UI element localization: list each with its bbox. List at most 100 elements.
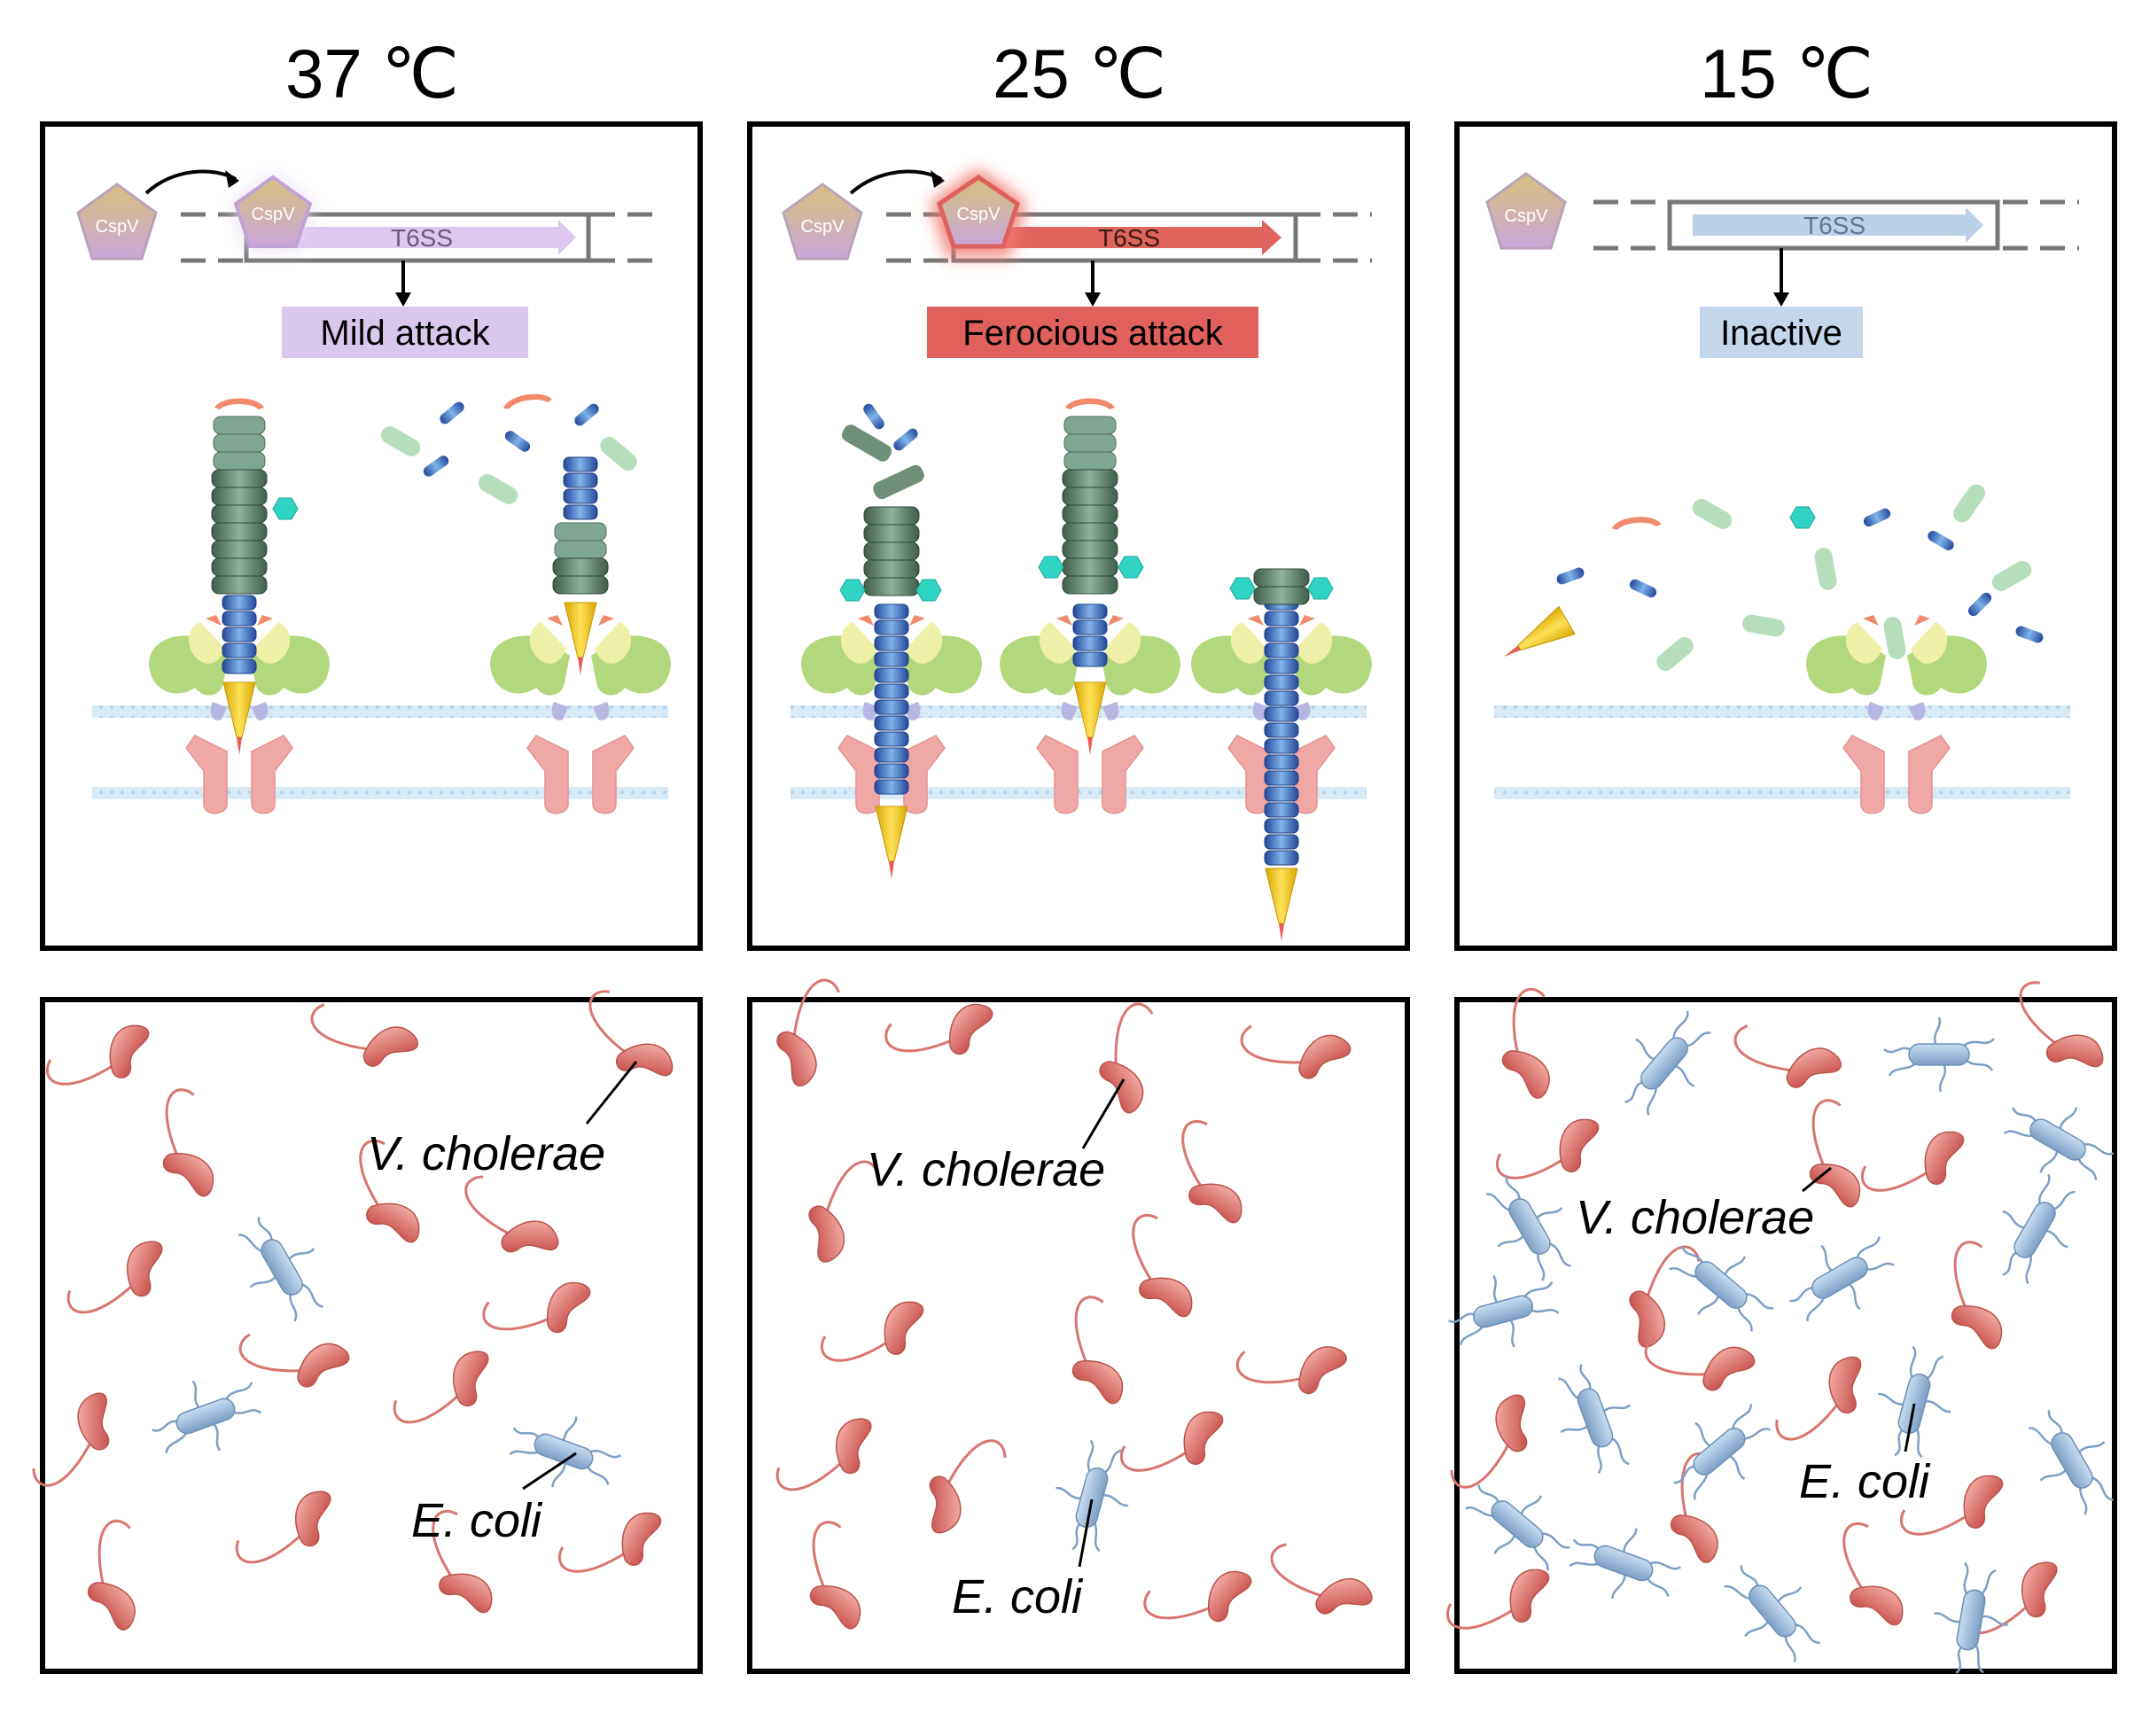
sheath-ring — [863, 541, 920, 561]
hcp-tube-ring — [1264, 658, 1299, 674]
sheath-ring — [552, 557, 609, 577]
hcp-tube-ring — [1072, 635, 1108, 651]
sheath-ring — [1063, 451, 1117, 471]
sheath-ring — [554, 540, 607, 559]
regulation-15c: CspV T6SS Inactive — [1485, 172, 2079, 358]
svg-text:CspV: CspV — [1505, 206, 1549, 226]
t6ss-gene-label: T6SS — [1098, 224, 1160, 252]
t6ss-gene-arrow — [266, 220, 576, 255]
sheath-ring — [1062, 575, 1118, 595]
status-badge-inactive — [1700, 307, 1863, 358]
sheath-ring — [1062, 469, 1118, 488]
hcp-tube-ring — [874, 747, 909, 763]
sheath-ring — [211, 575, 268, 595]
hcp-tube-ring — [563, 456, 598, 472]
svg-text:CspV: CspV — [957, 205, 1001, 224]
hcp-tube-ring — [1264, 706, 1299, 722]
hcp-tube-ring — [874, 635, 909, 651]
hcp-tube-ring — [874, 715, 909, 731]
hcp-tube-ring — [1264, 627, 1299, 642]
hcp-tube-ring — [1264, 818, 1299, 834]
hcp-tube-ring — [1264, 786, 1299, 802]
inner-membrane-25c — [791, 787, 1367, 799]
sheath-ring — [213, 451, 266, 471]
vc-label-15c: V. cholerae — [1576, 1191, 1814, 1244]
sheath-ring — [1062, 487, 1118, 506]
title-37c: 37 ℃ — [285, 35, 459, 113]
t6ss-gene-label: T6SS — [1803, 212, 1865, 239]
hcp-tube-ring — [1264, 834, 1299, 850]
hcp-tube-ring — [1264, 642, 1299, 658]
ec-label-15c: E. coli — [1799, 1455, 1931, 1508]
sheath-ring — [552, 575, 609, 595]
sheath-ring — [1062, 557, 1118, 577]
svg-text:CspV: CspV — [801, 217, 845, 237]
t6ss-gene-label: T6SS — [391, 224, 453, 252]
mechanism-panel-15c — [1454, 121, 2117, 951]
species-labels-25c: V. cholerae E. coli — [867, 1078, 1126, 1623]
sheath-ring — [213, 433, 266, 453]
hcp-tube-ring — [1264, 611, 1299, 627]
population-panel-37c — [40, 997, 703, 1674]
vc-label-37c: V. cholerae — [367, 1127, 605, 1180]
title-15c: 15 ℃ — [1700, 35, 1873, 113]
hcp-tube-ring — [222, 627, 257, 642]
hcp-tube-ring — [1264, 690, 1299, 706]
sheath-ring — [1253, 586, 1310, 605]
svg-text:CspV: CspV — [252, 205, 296, 224]
hcp-tube-ring — [1264, 674, 1299, 690]
title-25c: 25 ℃ — [993, 35, 1166, 113]
hcp-tube-ring — [1072, 603, 1108, 619]
status-badge-mild-attack — [282, 307, 528, 358]
hcp-tube-ring — [222, 658, 257, 674]
regulation-37c: CspV T6SS CspV Mild attack — [76, 169, 665, 358]
vc-label-25c: V. cholerae — [867, 1143, 1105, 1196]
ec-label-37c: E. coli — [411, 1494, 543, 1547]
hcp-tube-ring — [1264, 738, 1299, 754]
sheath-ring — [554, 522, 607, 541]
hcp-tube-ring — [874, 667, 909, 683]
cspv-protein-free: CspV — [1485, 172, 1567, 250]
status-label-inactive: Inactive — [1720, 314, 1842, 353]
hcp-tube-ring — [1264, 754, 1299, 770]
species-labels-37c: V. cholerae E. coli — [367, 1061, 638, 1547]
sheath-ring — [863, 559, 920, 579]
hcp-tube-ring — [874, 683, 909, 699]
sheath-ring — [1062, 522, 1118, 541]
outer-membrane-25c — [791, 705, 1367, 718]
population-panel-15c — [1454, 997, 2117, 1674]
outer-membrane-15c — [1494, 705, 2070, 718]
sheath-ring — [1062, 540, 1118, 559]
cspv-protein-bound: CspV — [931, 168, 1026, 257]
hcp-tube-ring — [874, 651, 909, 667]
t6ss-gene-arrow — [1693, 207, 1983, 243]
sheath-ring — [1063, 433, 1117, 453]
regulation-25c: CspV T6SS CspV Ferocious attack — [782, 168, 1372, 358]
cspv-protein-bound: CspV — [232, 174, 314, 250]
status-label-ferocious-attack: Ferocious attack — [962, 314, 1223, 353]
hcp-tube-ring — [563, 472, 598, 488]
hcp-tube-ring — [1072, 619, 1108, 635]
hcp-tube-ring — [1264, 770, 1299, 786]
sheath-ring — [1063, 416, 1117, 435]
sheath-ring — [863, 524, 920, 543]
status-label-mild-attack: Mild attack — [320, 314, 490, 353]
hcp-tube-ring — [222, 642, 257, 658]
membranes — [92, 705, 2070, 799]
hcp-tube-ring — [1072, 651, 1108, 667]
status-badge-ferocious-attack — [927, 307, 1258, 358]
cspv-protein-free: CspV — [782, 183, 863, 261]
inner-membrane-15c — [1494, 787, 2070, 799]
hcp-tube-ring — [874, 619, 909, 635]
hcp-tube-ring — [874, 763, 909, 779]
sheath-ring — [211, 487, 268, 506]
sheath-ring — [213, 416, 266, 435]
hcp-tube-ring — [1264, 850, 1299, 866]
sheath-ring — [863, 577, 920, 596]
sheath-ring — [1062, 504, 1118, 524]
hcp-tube-ring — [874, 731, 909, 747]
t6ss-gene-arrow — [973, 220, 1281, 255]
hcp-tube-ring — [563, 488, 598, 504]
hcp-tube-ring — [874, 699, 909, 715]
